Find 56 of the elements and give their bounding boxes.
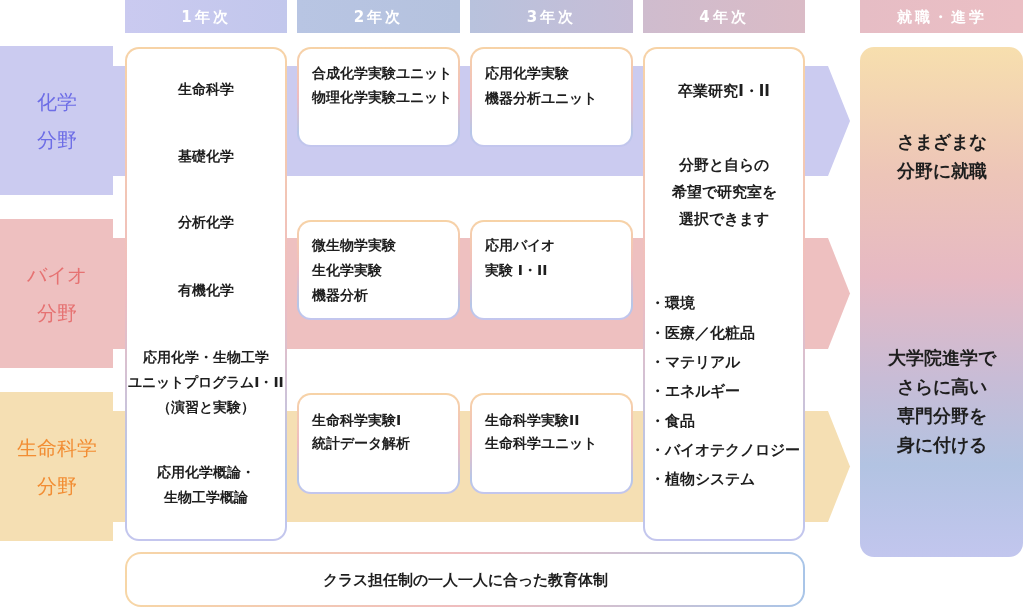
course-name: 応用バイオ実験 I・II xyxy=(485,236,555,280)
outcome-text: さまざまな分野に就職 xyxy=(896,129,987,183)
description-text: 分野と自らの希望で研究室を選択できます xyxy=(671,154,777,230)
course-name: 卒業研究I・II xyxy=(678,81,770,102)
column-label: 2年次 xyxy=(353,6,404,27)
list-item: ・医療／化粧品 xyxy=(650,324,755,343)
field-name: 生命科学分野 xyxy=(16,434,97,500)
course-name: 基礎化学 xyxy=(178,146,234,166)
course-card xyxy=(297,393,460,494)
course-name: 機器分析ユニット xyxy=(485,89,597,108)
list-item: ・バイオテクノロジー xyxy=(650,441,800,460)
column-label: 就職・進学 xyxy=(896,6,987,27)
course-name: 生命科学 xyxy=(178,79,234,99)
course-name: 応用化学実験 xyxy=(485,64,569,83)
course-name: 生命科学実験I xyxy=(312,411,402,430)
outcome-panel xyxy=(860,47,1023,557)
column-header-bar xyxy=(125,0,287,33)
course-name: 物理化学実験ユニット xyxy=(312,88,452,107)
field-name: 化学分野 xyxy=(36,88,77,154)
column-label: 1年次 xyxy=(181,6,231,27)
course-name: 生化学実験 xyxy=(312,261,382,280)
field-tab xyxy=(0,219,113,368)
field-name: バイオ分野 xyxy=(26,261,87,327)
column-header-bar xyxy=(860,0,1023,33)
course-card xyxy=(297,47,460,147)
course-name: 合成化学実験ユニット xyxy=(312,64,452,83)
list-item: ・エネルギー xyxy=(650,382,740,401)
column-label: 4年次 xyxy=(699,6,749,27)
list-item: ・環境 xyxy=(650,294,695,313)
course-name: 分析化学 xyxy=(178,212,234,232)
course-name: 応用化学・生物工学ユニットプログラムI・II（演習と実験） xyxy=(128,347,284,417)
list-item: ・マテリアル xyxy=(650,353,740,372)
course-card xyxy=(470,220,633,320)
course-card xyxy=(297,220,460,320)
course-name: 生命科学実験II xyxy=(485,411,580,430)
info-banner xyxy=(125,552,805,607)
course-name: 有機化学 xyxy=(178,280,234,300)
list-item: ・植物システム xyxy=(650,470,755,489)
course-name: 生命科学ユニット xyxy=(485,434,597,453)
banner-text: クラス担任制の一人一人に合った教育体制 xyxy=(322,569,608,591)
course-card xyxy=(470,47,633,147)
column-label: 3年次 xyxy=(526,6,577,27)
course-name: 統計データ解析 xyxy=(312,434,410,453)
course-name: 応用化学概論・生物工学概論 xyxy=(157,462,255,507)
course-name: 機器分析 xyxy=(312,286,368,305)
course-card xyxy=(643,47,805,541)
course-card xyxy=(470,393,633,494)
field-tab xyxy=(0,392,113,541)
course-card xyxy=(125,47,287,541)
column-header-bar xyxy=(643,0,805,33)
outcome-text: 大学院進学でさらに高い専門分野を身に付ける xyxy=(887,345,996,457)
field-tab xyxy=(0,46,113,195)
course-name: 微生物学実験 xyxy=(312,236,396,255)
column-header-bar xyxy=(297,0,460,33)
column-header-bar xyxy=(470,0,633,33)
list-item: ・食品 xyxy=(650,412,695,431)
